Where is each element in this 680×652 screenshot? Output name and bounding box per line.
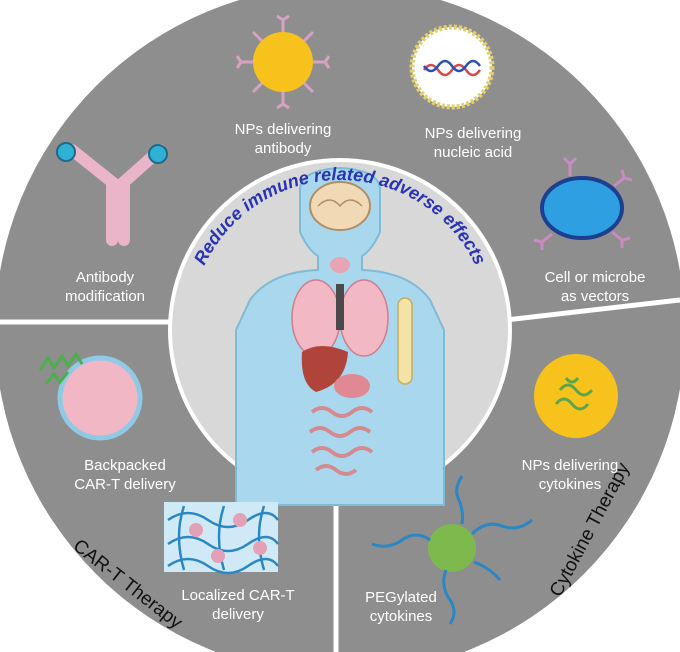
label-line: Cell or microbe (544, 269, 646, 286)
label-line: NPs delivering (521, 457, 619, 474)
label-line: PEGylated (365, 589, 437, 606)
nanoparticle-antibody-icon (235, 14, 331, 110)
lung-left-icon (291, 279, 341, 357)
label-line: modification (64, 288, 146, 305)
nanoparticle-cytokine-icon (534, 354, 618, 438)
label-nps-antibody: NPs delivering antibody (218, 120, 348, 158)
label-nps-nucleic-acid: NPs delivering nucleic acid (403, 124, 543, 162)
human-body-illustration (235, 166, 445, 506)
label-cell-vectors: Cell or microbe as vectors (520, 268, 670, 306)
cell-vector-icon (533, 156, 633, 250)
label-line: cytokines (369, 608, 433, 625)
label-line: as vectors (560, 288, 630, 305)
pegylated-cytokine-icon (371, 475, 533, 625)
label-backpacked: Backpacked CAR-T delivery (50, 456, 200, 494)
antibody-icon (56, 142, 168, 246)
nanoparticle-nucleic-acid-icon (409, 24, 495, 110)
intestine-icon (308, 406, 374, 476)
label-line: antibody (254, 140, 312, 157)
label-line: CAR-T delivery (74, 476, 176, 493)
divider-right (487, 297, 680, 325)
label-pegylated: PEGylated cytokines (346, 588, 456, 626)
label-line: Antibody (75, 269, 135, 286)
label-line: cytokines (538, 476, 602, 493)
label-nps-cytokines: NPs delivering cytokines (500, 456, 640, 494)
label-line: NPs delivering (424, 125, 522, 142)
lung-right-icon (339, 279, 389, 357)
backpacked-car-t-icon (38, 351, 143, 441)
label-line: nucleic acid (433, 144, 513, 161)
stomach-icon (334, 374, 370, 398)
trachea-icon (336, 284, 344, 330)
label-line: Localized CAR-T (181, 587, 295, 604)
label-line: NPs delivering (234, 121, 332, 138)
thyroid-icon (330, 257, 350, 273)
label-line: delivery (212, 606, 264, 623)
label-localized: Localized CAR-T delivery (168, 586, 308, 624)
hydrogel-icon (164, 502, 280, 575)
label-line: Backpacked (84, 457, 166, 474)
bone-icon (397, 297, 413, 385)
label-antibody-modification: Antibody modification (40, 268, 170, 306)
